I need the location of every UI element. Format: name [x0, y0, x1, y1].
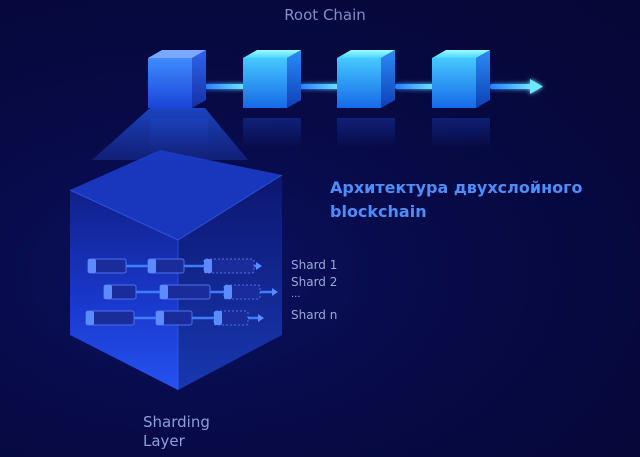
- root-chain-title: Root Chain: [284, 6, 366, 24]
- shard-block-highlight: [86, 311, 94, 325]
- root-block-2: [243, 50, 301, 108]
- root-link-2: [300, 84, 340, 89]
- root-arrow-head: [530, 79, 543, 94]
- shard-arrow-head: [258, 314, 264, 322]
- root-link-out: [490, 84, 532, 89]
- shard-chain-row-2: [103, 284, 278, 300]
- shard-chain-row-3: [85, 310, 264, 326]
- shard-chain-row-1: [87, 258, 262, 274]
- shard-arrow-head: [256, 262, 262, 270]
- sharding-layer-cube: [69, 108, 283, 390]
- shard-block-highlight: [160, 285, 168, 299]
- shard-block-highlight: [224, 285, 232, 299]
- shard-block-highlight: [156, 311, 164, 325]
- projection-cone: [92, 108, 248, 160]
- shard-block: [213, 310, 249, 326]
- shard-label-ellipsis: ...: [291, 289, 301, 300]
- shard-label-2: Shard 2: [291, 275, 338, 289]
- root-chain-blocks: [148, 50, 490, 108]
- root-chain-links: [205, 79, 543, 94]
- shard-block-highlight: [214, 311, 222, 325]
- sharding-layer-label: Sharding Layer: [143, 413, 233, 451]
- heading-line-1: Архитектура двухслойного: [330, 178, 583, 197]
- diagram-heading: Архитектура двухслойного blockchain: [330, 176, 630, 224]
- shard-block-highlight: [104, 285, 112, 299]
- root-link-3: [395, 84, 435, 89]
- big-cube-side: [178, 175, 282, 390]
- big-cube-top: [70, 150, 282, 240]
- shard-arrow-head: [272, 288, 278, 296]
- shard-block-highlight: [88, 259, 96, 273]
- shard-block-highlight: [148, 259, 156, 273]
- root-block-4: [432, 50, 490, 108]
- shard-label-1: Shard 1: [291, 258, 338, 272]
- shard-label-n: Shard n: [291, 308, 338, 322]
- sharding-layer-line-2: Layer: [143, 432, 185, 450]
- root-block-1: [148, 50, 206, 108]
- shard-chains: [85, 258, 278, 326]
- heading-line-2: blockchain: [330, 202, 427, 221]
- shard-block: [203, 258, 255, 274]
- root-link-1: [205, 84, 245, 89]
- shard-block-highlight: [204, 259, 212, 273]
- root-block-3: [337, 50, 395, 108]
- sharding-layer-line-1: Sharding: [143, 413, 210, 431]
- shard-block: [223, 284, 261, 300]
